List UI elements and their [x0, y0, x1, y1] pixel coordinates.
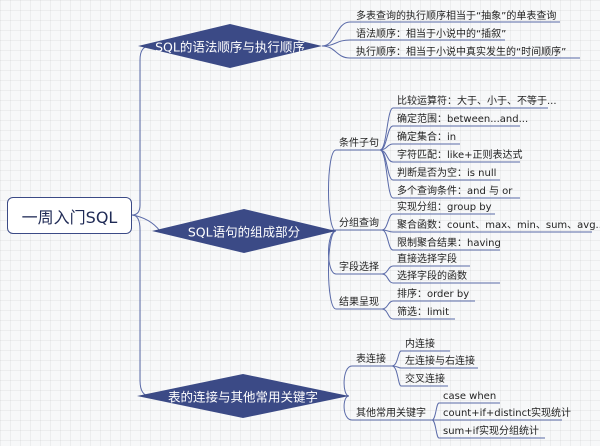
group-result[interactable]: 结果呈现: [339, 297, 379, 308]
list-item[interactable]: 交叉连接: [405, 374, 445, 385]
connector: [431, 419, 440, 439]
list-item[interactable]: 左连接与右连接: [405, 356, 475, 367]
list-item[interactable]: 实现分组：group by: [397, 202, 492, 213]
connector-root-b0: [131, 45, 151, 216]
list-item[interactable]: 字符匹配：like+正则表达式: [397, 150, 523, 161]
connector: [381, 308, 394, 320]
connector: [381, 229, 394, 251]
group-other-keywords[interactable]: 其他常用关键字: [356, 408, 426, 419]
connector: [321, 21, 351, 47]
root-topic-label: 一周入门SQL: [21, 207, 118, 227]
connector: [431, 402, 440, 421]
connector: [379, 125, 394, 151]
connector: [391, 365, 402, 387]
group-field-select[interactable]: 字段选择: [339, 262, 379, 273]
list-item[interactable]: 确定范围：between...and...: [397, 114, 529, 125]
list-item[interactable]: 选择字段的函数: [397, 271, 467, 282]
connector: [381, 300, 394, 310]
connector: [343, 365, 353, 397]
connector: [381, 213, 394, 231]
list-item[interactable]: 聚合函数：count、max、min、sum、avg...: [397, 220, 600, 231]
list-item[interactable]: 多个查询条件：and 与 or: [397, 186, 513, 197]
branch-syntax-order[interactable]: SQL的语法顺序与执行顺序: [155, 39, 305, 55]
group-table-join[interactable]: 表连接: [356, 354, 386, 365]
list-item[interactable]: 多表查询的执行顺序相当于“抽象”的单表查询: [356, 11, 557, 22]
list-item[interactable]: sum+if实现分组统计: [443, 426, 539, 437]
list-item[interactable]: 判断是否为空：is null: [397, 168, 497, 179]
list-item[interactable]: 内连接: [405, 339, 435, 350]
connector: [343, 395, 353, 421]
branch-diamond-2[interactable]: [137, 374, 349, 418]
connector: [379, 107, 394, 151]
list-item[interactable]: 语法顺序：相当于小说中的“插叙”: [356, 29, 507, 40]
branch-diamond-0[interactable]: [138, 24, 322, 68]
list-item[interactable]: 比较运算符：大于、小于、不等于...: [397, 96, 557, 107]
connector-root-b2: [131, 214, 151, 397]
list-item[interactable]: 直接选择字段: [397, 254, 457, 265]
connector: [328, 149, 337, 232]
branch-joins-keywords[interactable]: 表的连接与其他常用关键字: [167, 389, 319, 405]
connector: [381, 273, 394, 284]
connector: [379, 149, 394, 199]
list-item[interactable]: 排序：order by: [397, 289, 470, 300]
list-item[interactable]: 执行顺序：相当于小说中真实发生的“时间顺序”: [356, 47, 567, 58]
list-item[interactable]: count+if+distinct实现统计: [443, 408, 572, 419]
branch-diamond-1[interactable]: [152, 209, 336, 253]
connector: [321, 45, 351, 59]
branch-sql-components[interactable]: SQL语句的组成部分: [187, 224, 301, 240]
connector: [381, 265, 394, 275]
connector-root-b1: [131, 214, 161, 232]
connector: [391, 350, 402, 367]
list-item[interactable]: case when: [443, 391, 497, 402]
group-conditions[interactable]: 条件子句: [339, 138, 379, 149]
list-item[interactable]: 确定集合：in: [397, 132, 457, 143]
list-item[interactable]: 筛选：limit: [397, 307, 449, 318]
group-grouping[interactable]: 分组查询: [339, 218, 379, 229]
list-item[interactable]: 限制聚合结果：having: [397, 238, 501, 249]
connector: [328, 230, 337, 310]
root-topic[interactable]: 一周入门SQL: [7, 197, 132, 234]
